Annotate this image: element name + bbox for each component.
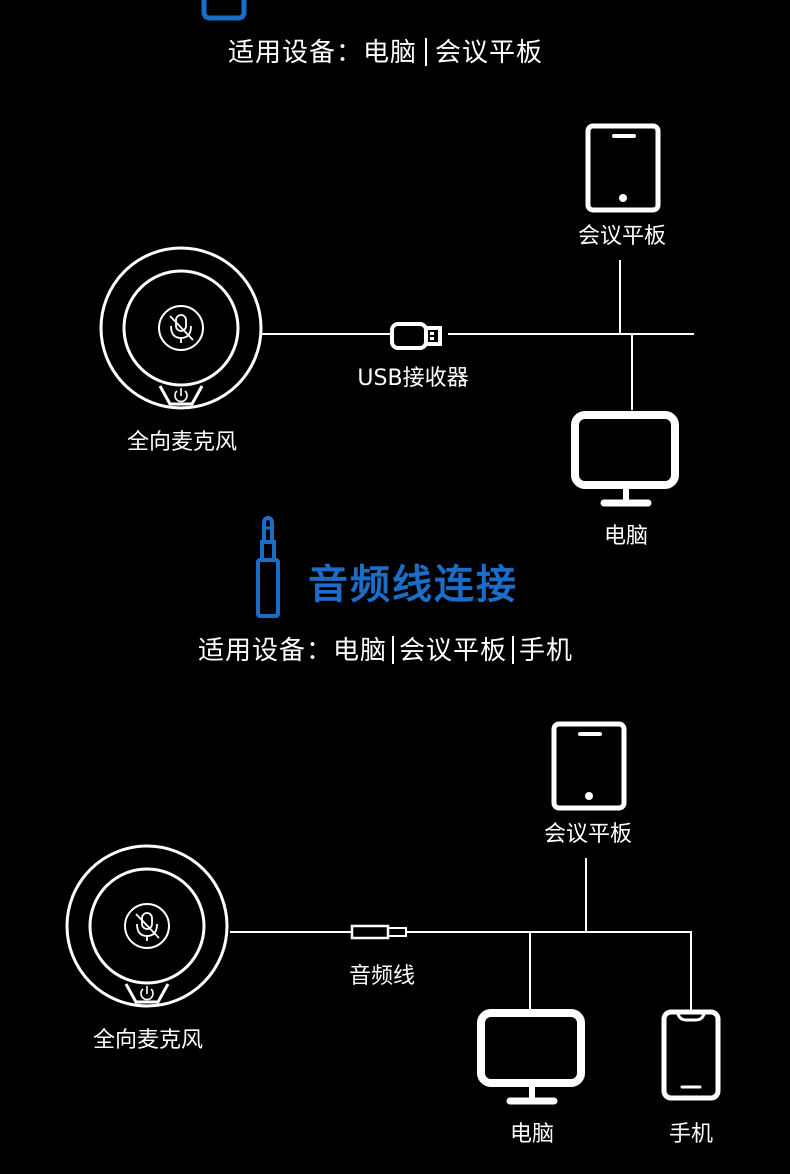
divider	[425, 37, 428, 66]
subtitle-prefix: 适用设备：	[198, 636, 334, 666]
mobile-phone-icon	[661, 1009, 721, 1101]
device-tablet: 会议平板	[435, 38, 544, 68]
audio-cable-label: 音频线	[348, 964, 415, 989]
tablet-icon	[551, 721, 627, 811]
computer-monitor-icon	[571, 411, 679, 507]
section2-title: 音频线连接	[308, 562, 518, 608]
tablet-label: 会议平板	[577, 224, 666, 249]
divider	[512, 635, 515, 664]
device-phone: 手机	[519, 636, 574, 666]
header-icon-partial	[201, 0, 247, 21]
subtitle-prefix: 适用设备：	[228, 38, 364, 68]
computer-label: 电脑	[509, 1122, 554, 1147]
computer-label: 电脑	[603, 524, 648, 549]
section2-subtitle: 适用设备：电脑会议平板手机	[198, 630, 573, 667]
usb-receiver-icon	[390, 322, 442, 350]
phone-label: 手机	[668, 1122, 713, 1147]
omni-microphone-icon	[65, 844, 229, 1008]
usb-receiver-label: USB接收器	[357, 366, 469, 391]
mic-label: 全向麦克风	[92, 1028, 203, 1053]
tablet-icon	[585, 123, 661, 213]
device-computer: 电脑	[333, 636, 388, 666]
section1-subtitle: 适用设备：电脑会议平板	[228, 32, 543, 69]
audio-cable-icon	[350, 924, 414, 940]
omni-microphone-icon	[99, 246, 263, 410]
tablet-label: 会议平板	[543, 822, 632, 847]
divider	[392, 635, 395, 664]
computer-monitor-icon	[477, 1009, 585, 1105]
device-computer: 电脑	[363, 38, 418, 68]
device-tablet: 会议平板	[399, 636, 508, 666]
mic-label: 全向麦克风	[126, 430, 237, 455]
audio-jack-icon	[256, 516, 280, 618]
